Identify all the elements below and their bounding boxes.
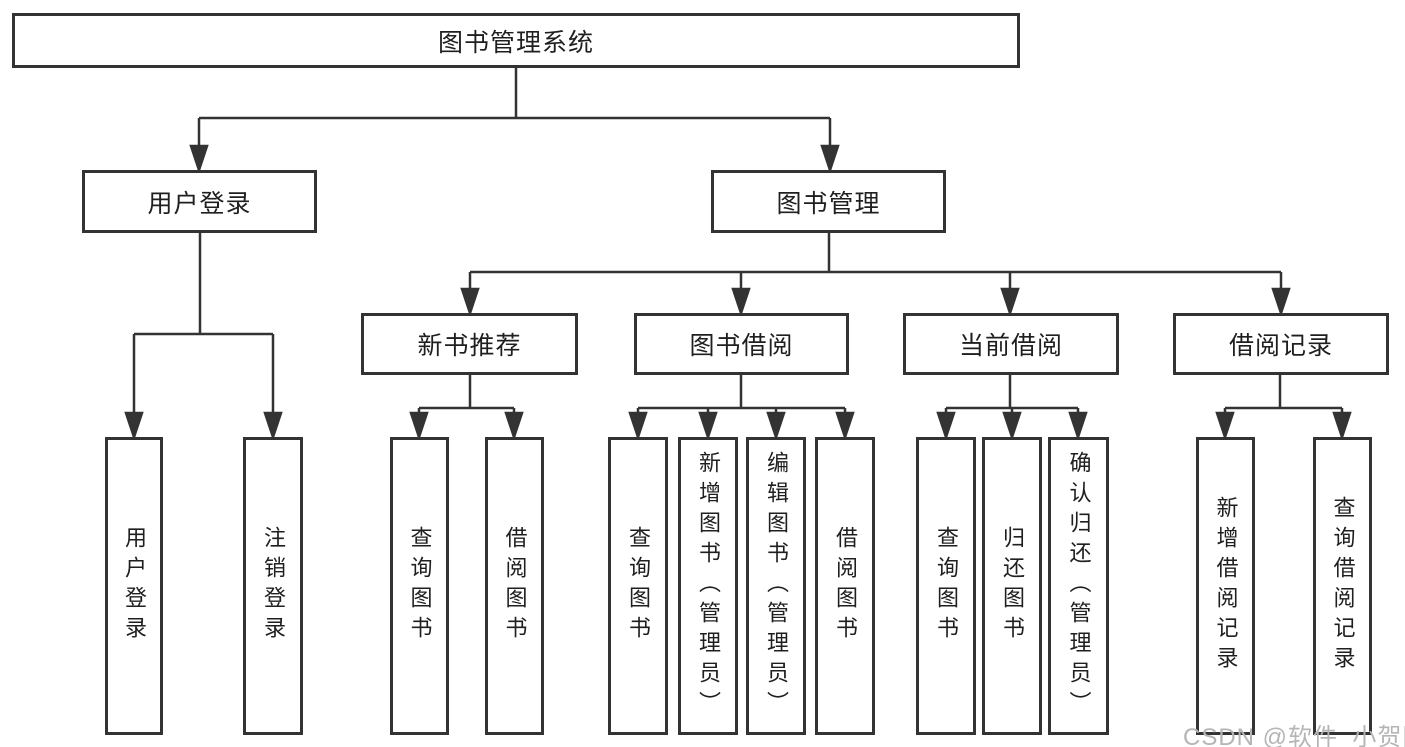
node-label: 图书管理 [776,189,881,218]
arrowhead [124,411,144,441]
arrowhead [628,411,648,441]
node-label: 借阅记录 [1228,332,1333,360]
arrowhead [1002,411,1022,441]
arrowhead [766,411,786,441]
node-leaf-add-books-admin: 新增图书（管理员） [678,437,738,735]
connector-root-to-level2 [189,68,840,174]
node-label: 当前借阅 [958,332,1063,360]
node-leaf-add-borrow-record: 新增借阅记录 [1196,437,1255,735]
connector-book-management-branch [460,233,1291,317]
node-leaf-query-books-3: 查询图书 [916,437,976,735]
node-leaf-query-borrow-record: 查询借阅记录 [1313,437,1372,735]
connector-borrow-record-branch [1215,375,1352,441]
connector-current-borrow-branch [936,375,1088,441]
node-leaf-return-books: 归还图书 [982,437,1042,735]
node-label: 查询图书 [934,526,959,646]
node-label: 新增图书（管理员） [696,451,721,721]
node-label: 图书管理系统 [437,28,594,57]
node-label: 借阅图书 [833,526,858,646]
arrowhead [460,287,480,317]
node-leaf-query-books-2: 查询图书 [608,437,668,735]
node-leaf-user-login: 用户登录 [105,437,163,735]
connector-book-borrow-branch [628,375,855,441]
arrowhead [731,287,751,317]
arrowhead [835,411,855,441]
arrowhead [263,411,283,441]
node-user-login-module: 用户登录 [82,170,317,233]
arrowhead [936,411,956,441]
watermark: CSDN @软件_小贺同学 [1183,724,1405,747]
node-book-management-module: 图书管理 [711,170,946,233]
arrowhead [820,144,840,174]
arrowhead [504,411,524,441]
node-leaf-query-books-1: 查询图书 [390,437,449,735]
arrowhead [189,144,209,174]
arrowhead [409,411,429,441]
node-label: 查询图书 [626,526,651,646]
arrowhead [1332,411,1352,441]
node-leaf-confirm-return-admin: 确认归还（管理员） [1048,437,1109,735]
arrowhead [1271,287,1291,317]
arrowhead [698,411,718,441]
connector-new-book-branch [409,375,524,441]
node-label: 用户登录 [147,189,252,218]
node-label: 编辑图书（管理员） [764,451,789,721]
node-leaf-logout: 注销登录 [243,437,303,735]
node-label: 借阅图书 [502,526,528,646]
node-label: 确认归还（管理员） [1066,451,1092,721]
node-leaf-borrow-books-2: 借阅图书 [815,437,875,735]
node-label: 新增借阅记录 [1213,496,1239,676]
node-label: 用户登录 [122,526,147,646]
connector-user-login-branch [124,233,283,441]
node-label: 新书推荐 [417,332,522,360]
node-leaf-borrow-books-1: 借阅图书 [485,437,544,735]
node-label: 查询图书 [407,526,433,646]
node-new-book-recommend: 新书推荐 [361,313,578,375]
arrowhead [1000,287,1020,317]
node-label: 注销登录 [261,526,286,646]
node-label: 图书借阅 [689,332,794,360]
node-current-borrowing: 当前借阅 [903,313,1119,375]
node-borrowing-records: 借阅记录 [1173,313,1389,375]
node-label: 查询借阅记录 [1330,496,1356,676]
arrowhead [1215,411,1235,441]
node-library-management-system: 图书管理系统 [12,13,1020,68]
arrowhead [1068,411,1088,441]
node-label: 归还图书 [1000,526,1025,646]
node-book-borrowing: 图书借阅 [634,313,849,375]
node-leaf-edit-books-admin: 编辑图书（管理员） [746,437,806,735]
